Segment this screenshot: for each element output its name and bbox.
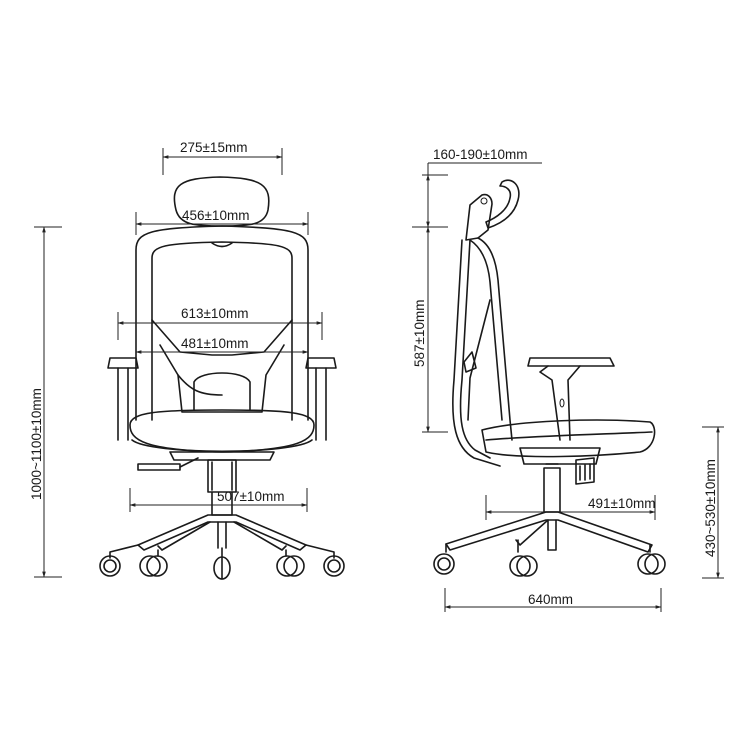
front-gas-lift: [207, 459, 237, 493]
dim-headrest-adjust: 160-190±10mm: [433, 147, 528, 162]
side-base: [445, 511, 653, 553]
front-armrest-left: [107, 357, 139, 369]
front-armrest-right: [305, 357, 337, 369]
side-seat: [481, 419, 656, 458]
front-seat: [129, 409, 315, 453]
front-casters: [99, 547, 345, 580]
side-view: [412, 162, 724, 612]
dim-armrest-outer-width: 613±10mm: [181, 306, 249, 321]
dim-backrest-height: 587±10mm: [412, 299, 427, 367]
dim-side-base-radius: 491±10mm: [588, 496, 656, 511]
front-backrest-frame: [135, 225, 309, 421]
side-casters: [433, 553, 666, 577]
side-headrest: [485, 179, 520, 229]
dim-overall-height: 1000~1100±10mm: [29, 388, 44, 500]
side-backrest: [477, 237, 513, 441]
side-tension-knob: [575, 457, 595, 485]
dim-headrest-width: 275±15mm: [180, 140, 248, 155]
dim-front-base-radius: 507±10mm: [217, 489, 285, 504]
front-base: [137, 514, 307, 551]
front-view: [34, 148, 345, 580]
dim-seat-height: 430~530±10mm: [703, 459, 718, 557]
side-armrest: [527, 357, 615, 367]
dim-backrest-top-width: 456±10mm: [182, 208, 250, 223]
dim-armrest-inner-width: 481±10mm: [181, 336, 249, 351]
dim-overall-depth: 640mm: [528, 592, 574, 607]
side-gas-lift: [543, 467, 561, 513]
